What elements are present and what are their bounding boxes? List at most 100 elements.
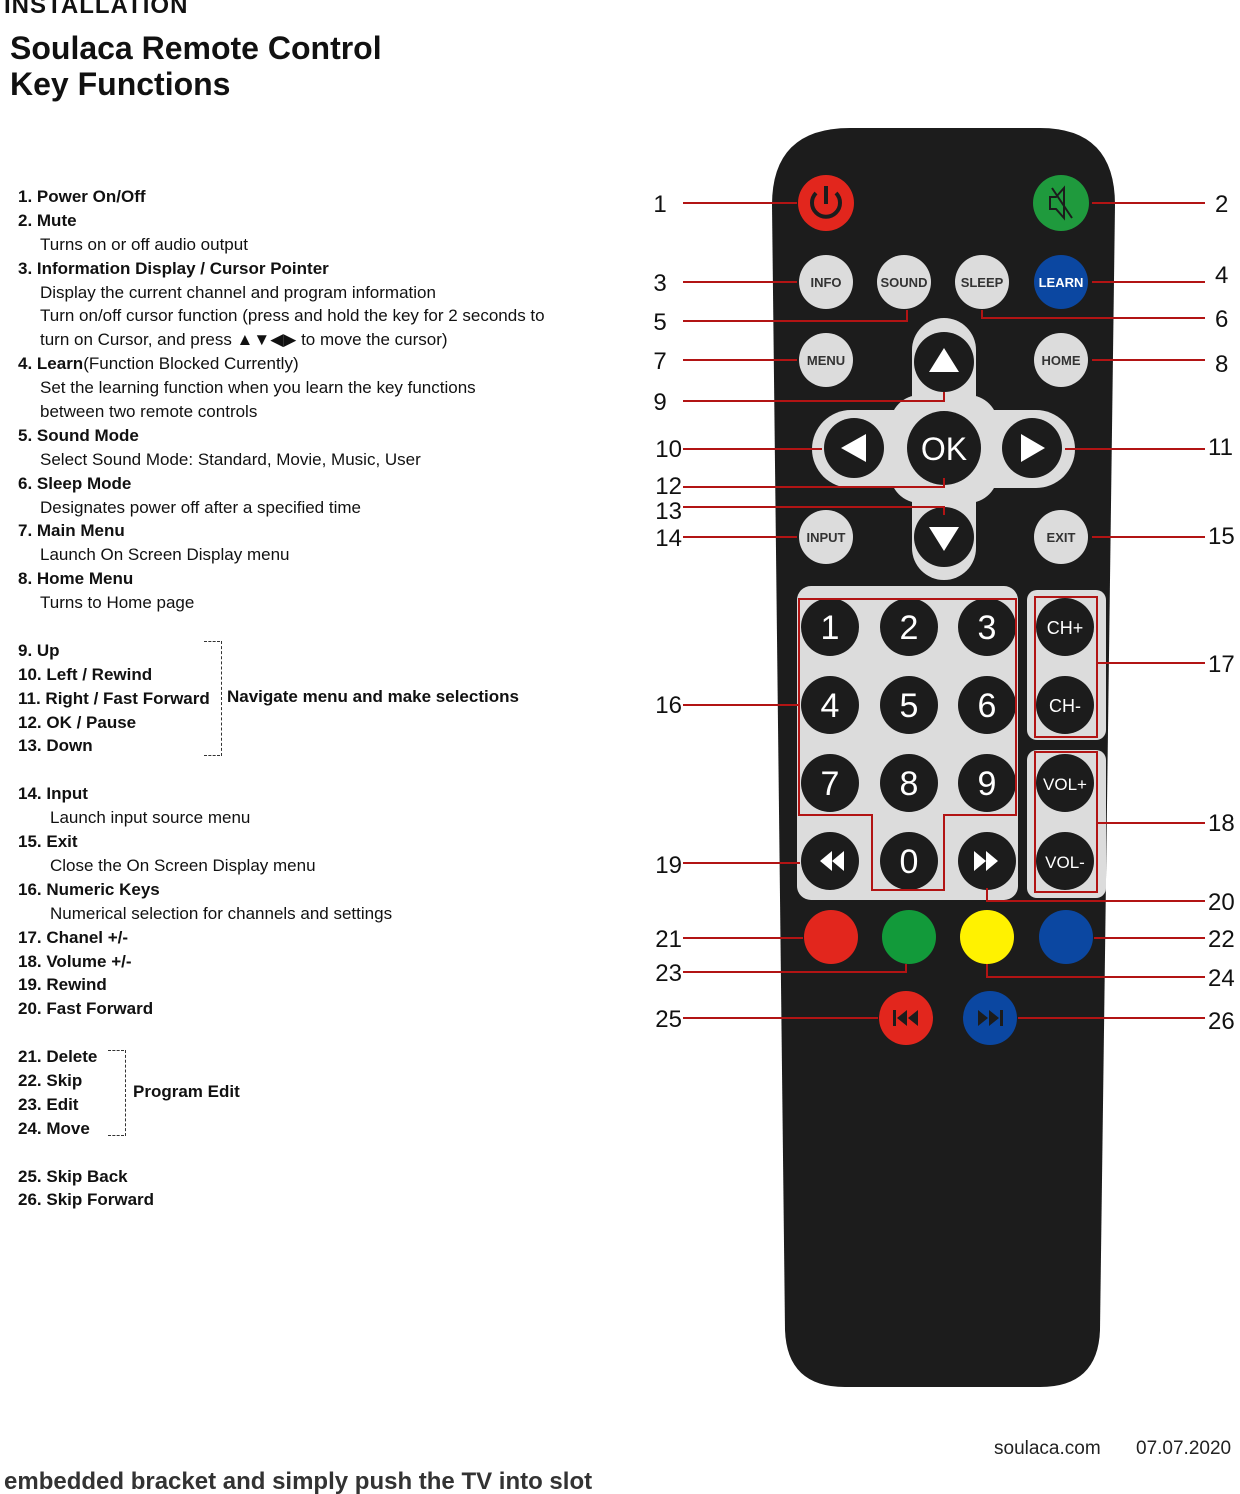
key-item: 3. Information Display / Cursor Pointer	[18, 257, 545, 281]
digit-button-3[interactable]: 3	[958, 598, 1016, 656]
svg-text:3: 3	[978, 609, 997, 647]
green-button[interactable]	[882, 910, 936, 964]
skip-forward-icon	[978, 1010, 1003, 1026]
key-item-description: Launch input source menu	[50, 808, 251, 828]
ok-button[interactable]: OK	[907, 411, 981, 485]
power-button[interactable]	[798, 175, 854, 231]
left-button[interactable]	[824, 418, 884, 478]
skip-forward-button[interactable]	[963, 991, 1017, 1045]
key-item-title: 16. Numeric Keys	[18, 879, 160, 899]
key-item: 2. Mute	[18, 209, 545, 233]
exit-button[interactable]: EXIT	[1034, 510, 1088, 564]
key-item: 16. Numeric Keys	[18, 878, 545, 902]
program-edit-bracket	[108, 1050, 126, 1136]
callout-number: 7	[653, 348, 666, 375]
skip-back-button[interactable]	[879, 991, 933, 1045]
key-item: 4. Learn(Function Blocked Currently)	[18, 352, 545, 376]
sound-button[interactable]: SOUND	[877, 255, 931, 309]
svg-text:9: 9	[978, 765, 997, 803]
fast-forward-button[interactable]	[958, 832, 1016, 890]
svg-text:HOME: HOME	[1042, 353, 1081, 368]
key-item-description: Turn on/off cursor function (press and h…	[40, 306, 545, 326]
callout-lines	[683, 202, 1205, 1019]
navigate-bracket	[204, 641, 222, 756]
svg-text:VOL+: VOL+	[1043, 775, 1087, 794]
info-button[interactable]: INFO	[799, 255, 853, 309]
channel-down-button[interactable]: CH-	[1036, 676, 1094, 734]
key-item: 11. Right / Fast Forward	[18, 687, 545, 711]
callout-number: 18	[1208, 810, 1235, 837]
callout-number: 11	[1208, 434, 1233, 461]
digit-button-9[interactable]: 9	[958, 754, 1016, 812]
key-item-description: Turns on or off audio output	[40, 234, 248, 254]
key-item-title: 14. Input	[18, 784, 88, 804]
down-button[interactable]	[914, 507, 974, 567]
digit-button-4[interactable]: 4	[801, 676, 859, 734]
key-item-description: Select Sound Mode: Standard, Movie, Musi…	[40, 449, 421, 469]
key-item: 7. Main Menu	[18, 519, 545, 543]
key-item-title: 15. Exit	[18, 832, 78, 852]
cut-off-heading: INSTALLATION	[4, 0, 189, 19]
callout-number: 2	[1215, 191, 1228, 218]
mute-button[interactable]	[1033, 175, 1089, 231]
callout-number: 23	[655, 960, 682, 987]
svg-text:0: 0	[900, 843, 919, 881]
home-button[interactable]: HOME	[1034, 333, 1088, 387]
key-item-description: Display the current channel and program …	[40, 282, 436, 302]
key-item-title: 1. Power On/Off	[18, 187, 146, 206]
power-icon	[810, 191, 842, 219]
footer-date: 07.07.2020	[1136, 1438, 1232, 1459]
callout-number: 14	[655, 525, 682, 552]
key-item-title: 3. Information Display / Cursor Pointer	[18, 258, 329, 278]
key-item-title: 22. Skip	[18, 1070, 83, 1090]
callout-number: 13	[655, 498, 682, 525]
volume-down-button[interactable]: VOL-	[1036, 832, 1094, 890]
up-button[interactable]	[914, 332, 974, 392]
right-button[interactable]	[1002, 418, 1062, 478]
key-item-title: 9. Up	[18, 640, 60, 660]
key-item: 8. Home Menu	[18, 567, 545, 591]
learn-button[interactable]: LEARN	[1034, 255, 1088, 309]
cut-off-bottom-text: embedded bracket and simply push the TV …	[4, 1468, 593, 1494]
key-item: 19. Rewind	[18, 973, 545, 997]
menu-button[interactable]: MENU	[799, 333, 853, 387]
left-arrow-icon	[841, 434, 866, 462]
digit-button-8[interactable]: 8	[880, 754, 938, 812]
digit-button-7[interactable]: 7	[801, 754, 859, 812]
page-title: Soulaca Remote Control Key Functions	[10, 30, 382, 102]
rewind-button[interactable]	[801, 832, 859, 890]
red-button[interactable]	[804, 910, 858, 964]
svg-text:8: 8	[900, 765, 919, 803]
key-item-description: between two remote controls	[40, 402, 258, 422]
callout-number: 17	[1208, 651, 1235, 678]
key-item-title: 13. Down	[18, 736, 93, 756]
key-item: 15. Exit	[18, 830, 545, 854]
digit-button-2[interactable]: 2	[880, 598, 938, 656]
key-item-description: turn on Cursor, and press ▲▼◀▶ to move t…	[40, 330, 448, 350]
volume-up-button[interactable]: VOL+	[1036, 754, 1094, 812]
digit-button-1[interactable]: 1	[801, 598, 859, 656]
input-button[interactable]: INPUT	[799, 510, 853, 564]
channel-up-button[interactable]: CH+	[1036, 598, 1094, 656]
key-item-title: 7. Main Menu	[18, 521, 125, 541]
svg-text:VOL-: VOL-	[1045, 853, 1085, 872]
svg-text:LEARN: LEARN	[1039, 275, 1084, 290]
rewind-icon	[820, 851, 844, 871]
footer-site: soulaca.com	[994, 1438, 1101, 1459]
key-item-title: 8. Home Menu	[18, 569, 134, 589]
blue-button[interactable]	[1039, 910, 1093, 964]
digit-button-5[interactable]: 5	[880, 676, 938, 734]
svg-text:4: 4	[821, 687, 840, 725]
key-item-description: Launch On Screen Display menu	[40, 545, 290, 565]
yellow-button[interactable]	[960, 910, 1014, 964]
key-item-title: 23. Edit	[18, 1094, 79, 1114]
svg-text:5: 5	[900, 687, 919, 725]
skip-back-icon	[893, 1010, 918, 1026]
callout-number: 3	[653, 270, 666, 297]
sleep-button[interactable]: SLEEP	[955, 255, 1009, 309]
digit-button-0[interactable]: 0	[880, 832, 938, 890]
digit-button-6[interactable]: 6	[958, 676, 1016, 734]
callout-number: 5	[653, 309, 666, 336]
navigate-group-note: Navigate menu and make selections	[227, 687, 519, 706]
